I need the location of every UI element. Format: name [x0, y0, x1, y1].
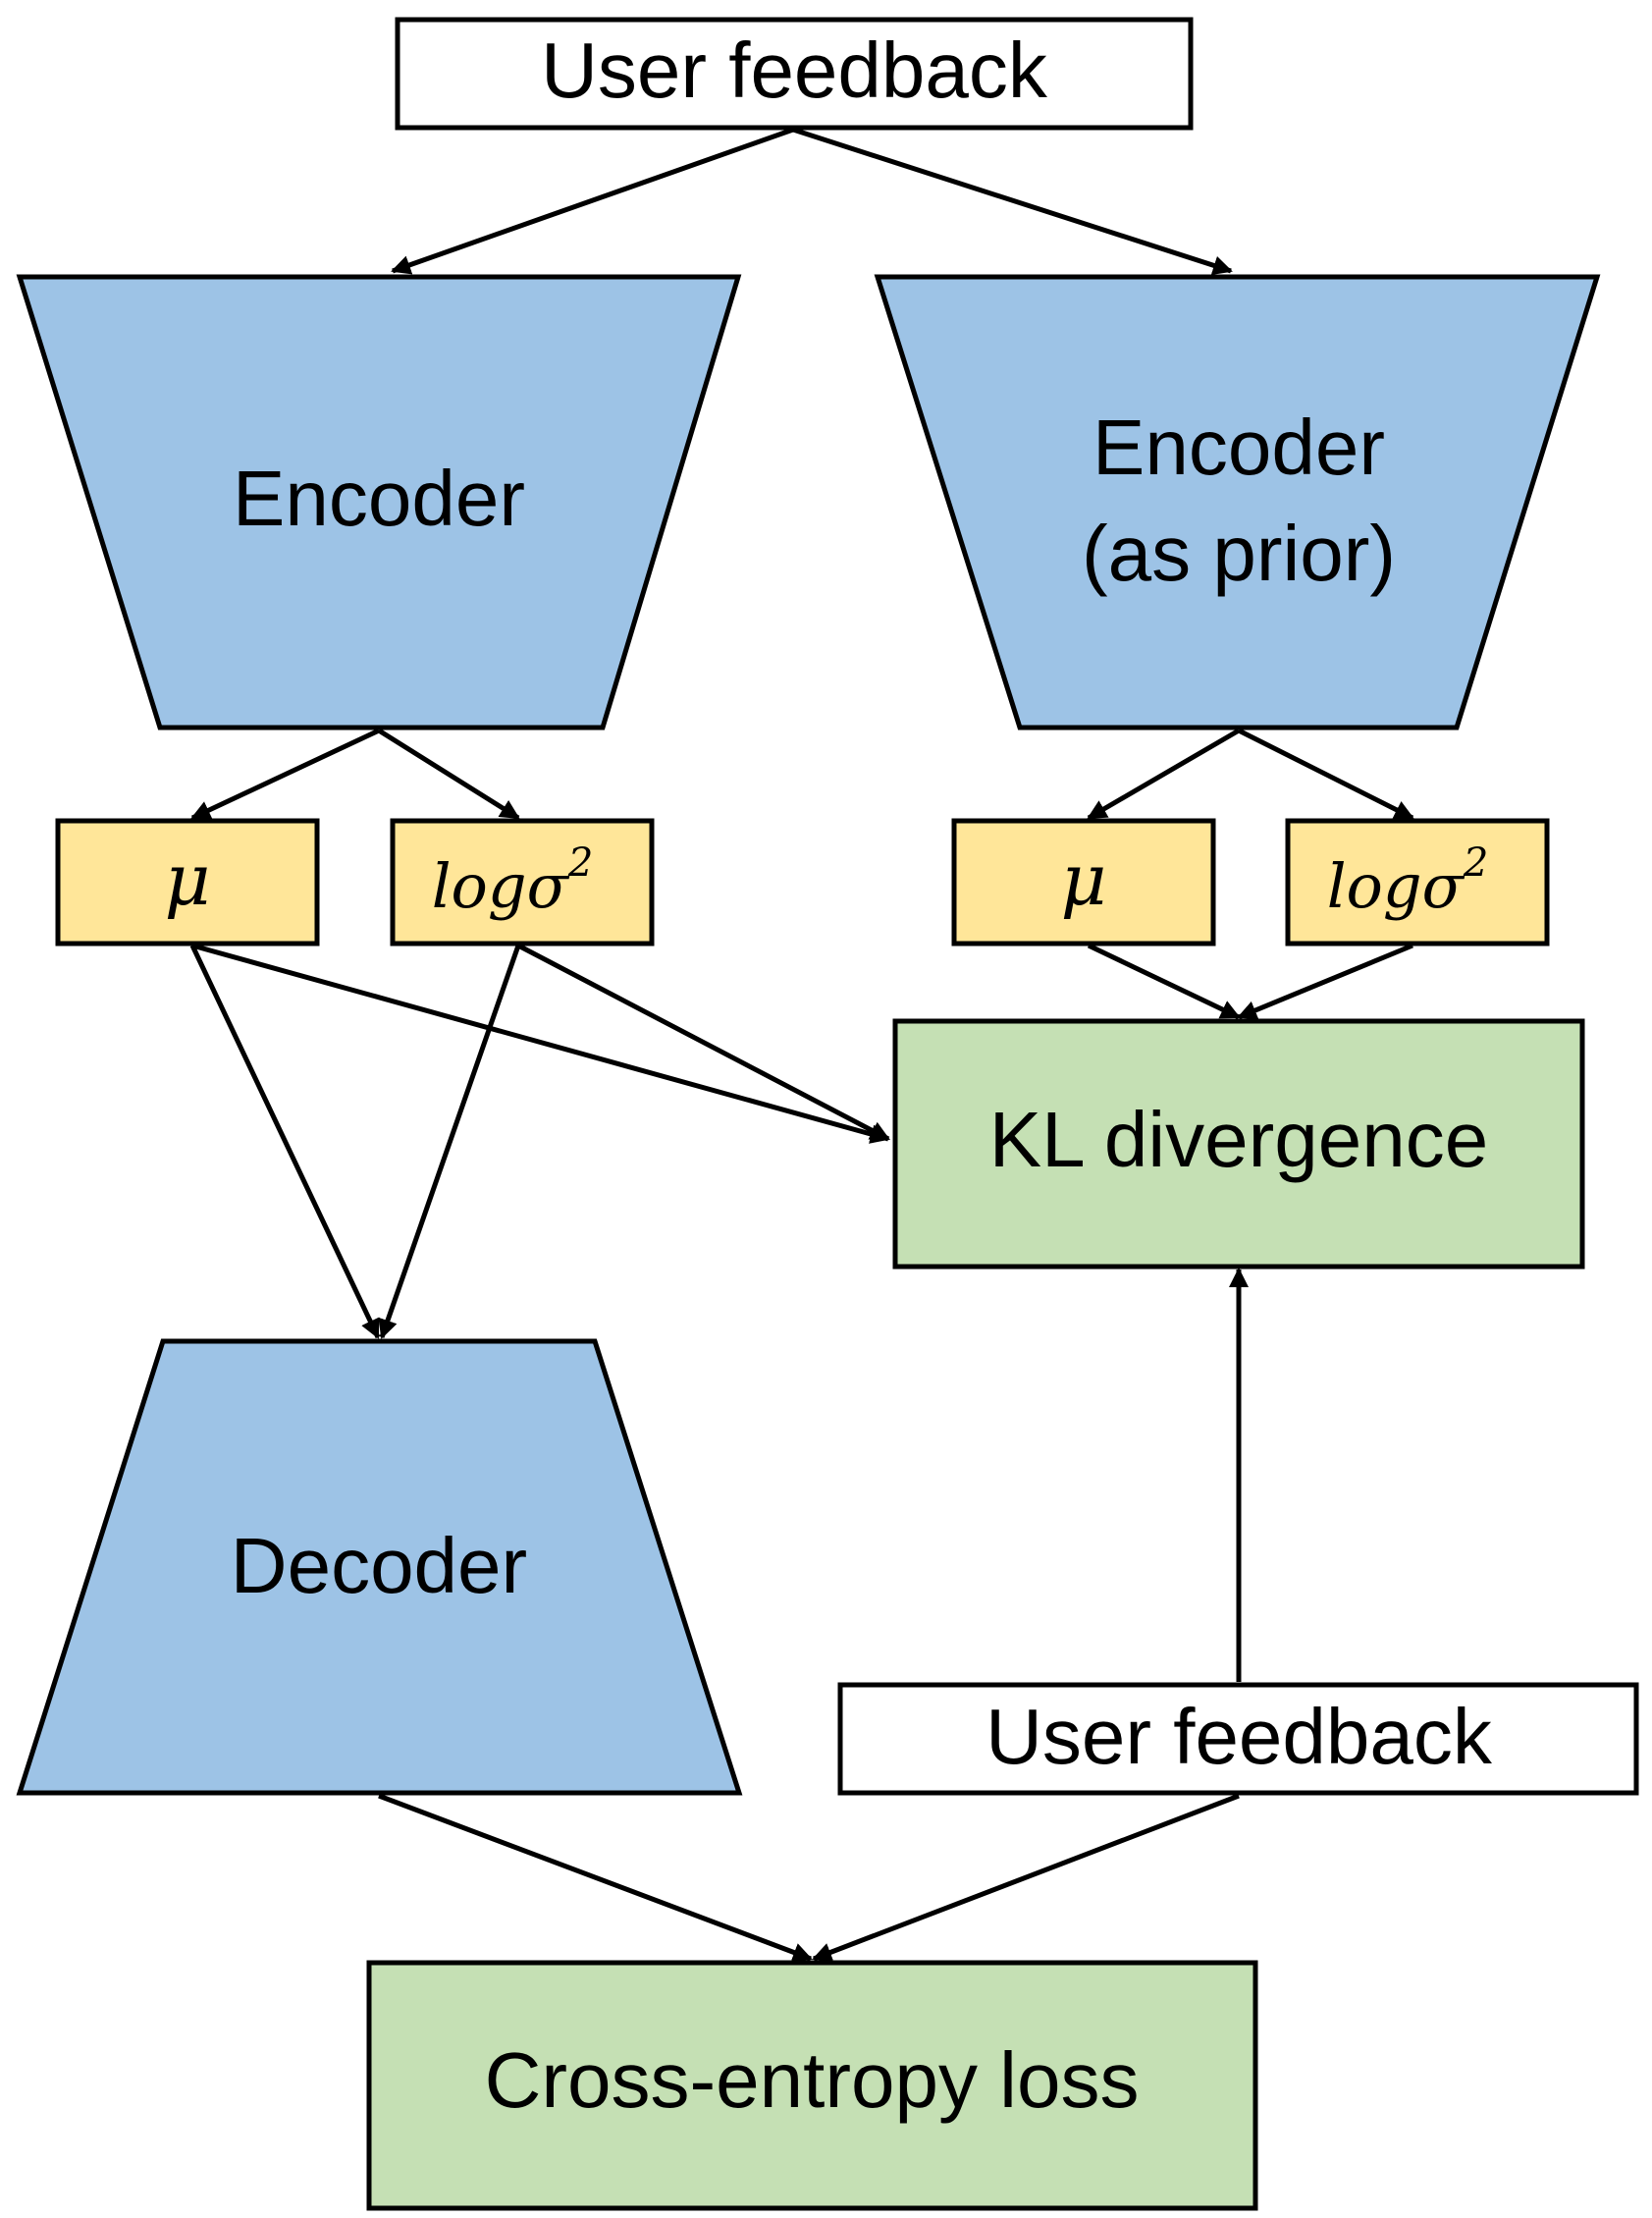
kl-divergence-label: KL divergence	[989, 1096, 1488, 1183]
edge-mu-right-to-kl	[1087, 943, 1241, 1020]
edge-userfeedback-bottom-to-loss	[812, 1793, 1240, 1962]
user-feedback-top-node: User feedback	[395, 17, 1194, 131]
edge-mu-left-to-decoder	[189, 944, 381, 1339]
user-feedback-top-label: User feedback	[541, 27, 1048, 114]
user-feedback-bottom-node: User feedback	[837, 1682, 1639, 1796]
mu-left-box	[55, 818, 320, 947]
encoder-shape	[16, 274, 742, 730]
kl-divergence-node: KL divergence	[892, 1018, 1585, 1270]
mu-right-label: μ	[1061, 839, 1107, 921]
mu-right-box	[951, 818, 1216, 947]
kl-divergence-box	[892, 1018, 1585, 1270]
decoder-node: Decoder	[16, 1338, 743, 1796]
edge-decoder-to-loss	[378, 1793, 813, 1963]
decoder-label: Decoder	[231, 1522, 527, 1609]
edge-encoder-prior-to-logvar-right	[1237, 728, 1414, 821]
edge-encoder-to-logvar-left	[377, 728, 520, 821]
cross-entropy-loss-node: Cross-entropy loss	[366, 1960, 1258, 2211]
logvar-left-label: logσ2	[432, 840, 594, 922]
encoder-prior-label-line1: Encoder	[1092, 404, 1385, 491]
logvar-right-label: logσ2	[1327, 840, 1489, 922]
logvar-right-box	[1285, 818, 1550, 947]
decoder-shape	[16, 1338, 743, 1796]
mu-right-node: μ	[951, 818, 1216, 947]
edge-mu-left-to-kl	[191, 943, 890, 1144]
logvar-left-node: logσ2	[390, 818, 655, 947]
cross-entropy-loss-label: Cross-entropy loss	[485, 2036, 1140, 2124]
mu-left-node: μ	[55, 818, 320, 947]
edge-logvar-right-to-kl	[1237, 943, 1413, 1020]
logvar-left-base: logσ	[432, 850, 570, 922]
edge-encoder-prior-to-mu-right	[1087, 728, 1241, 821]
logvar-right-node: logσ2	[1285, 818, 1550, 947]
encoder-prior-node: Encoder (as prior)	[874, 274, 1601, 730]
encoder-prior-shape	[874, 274, 1601, 730]
edges	[189, 127, 1414, 1963]
edge-encoder-to-mu-left	[190, 728, 381, 821]
edge-logvar-left-to-kl	[516, 943, 890, 1142]
logvar-right-exponent: 2	[1463, 840, 1488, 886]
logvar-right-base: logσ	[1327, 850, 1465, 922]
user-feedback-bottom-box	[837, 1682, 1639, 1796]
user-feedback-bottom-label: User feedback	[986, 1693, 1493, 1780]
edge-userfeedback-to-encoder-prior	[792, 127, 1233, 275]
encoder-node: Encoder	[16, 274, 742, 730]
user-feedback-top-box	[395, 17, 1194, 131]
edge-logvar-left-to-decoder	[378, 945, 521, 1339]
logvar-left-exponent: 2	[567, 840, 593, 886]
logvar-left-box	[390, 818, 655, 947]
encoder-prior-label-line2: (as prior)	[1082, 510, 1396, 597]
encoder-label: Encoder	[233, 455, 525, 542]
edge-userfeedback-to-encoder	[391, 127, 794, 275]
cross-entropy-loss-box	[366, 1960, 1258, 2211]
mu-left-label: μ	[165, 839, 211, 921]
